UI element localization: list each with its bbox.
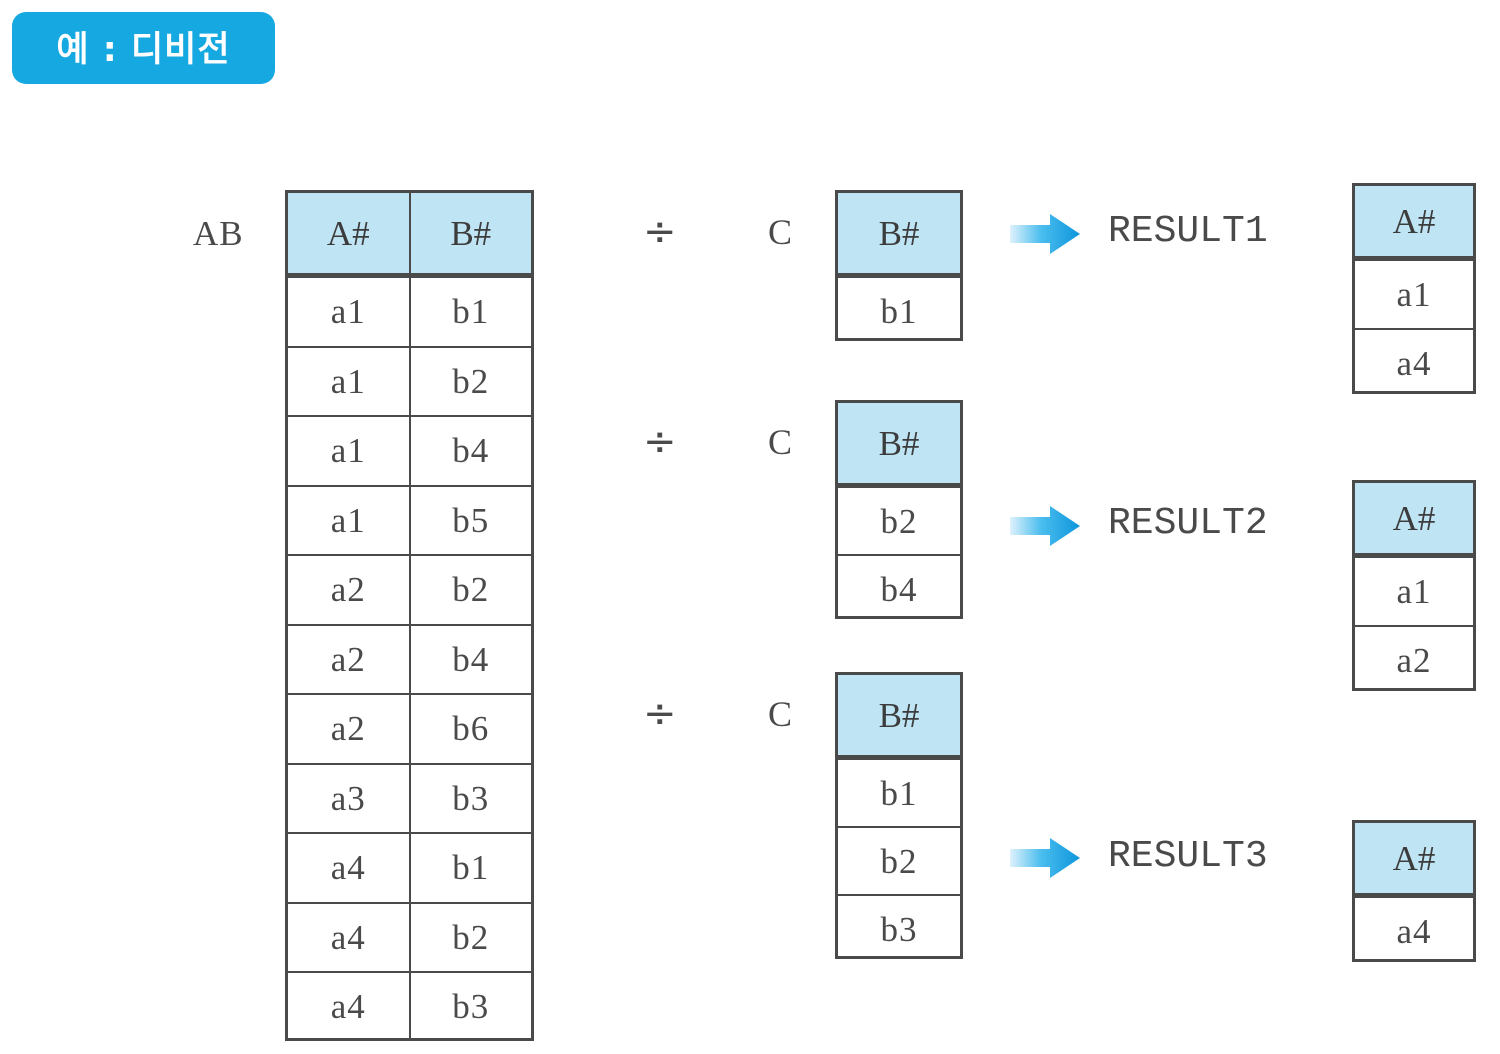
cell-b: b1 — [408, 834, 532, 902]
column-header-a: A# — [326, 213, 370, 253]
table-row: a4 b1 — [288, 832, 531, 902]
table-header-row: A# — [1355, 823, 1473, 896]
cell-b: b6 — [408, 695, 532, 763]
cell-b: b1 — [408, 278, 532, 346]
cell-a: a1 — [1396, 275, 1432, 314]
cell-a: a1 — [330, 292, 366, 332]
cell-a: a1 — [330, 431, 366, 471]
column-header-b: B# — [878, 213, 920, 253]
cell-b: b4 — [408, 417, 532, 485]
cell-b: b1 — [880, 773, 918, 813]
table-row: b2 — [838, 826, 960, 894]
cell-a: a4 — [1396, 912, 1432, 951]
table-row: a1 b4 — [288, 415, 531, 485]
table-header-row: B# — [838, 675, 960, 758]
cell-a: a4 — [330, 987, 366, 1027]
table-row: a1 b2 — [288, 345, 532, 415]
cell-b: b4 — [880, 569, 918, 609]
cell-b: b2 — [880, 841, 918, 881]
cell-a: a2 — [330, 639, 366, 679]
cell-b: b3 — [408, 973, 532, 1041]
table-row: b1 — [838, 276, 960, 344]
table-row: a1 — [1355, 556, 1473, 625]
example-badge: 예 : 디비전 — [12, 12, 275, 84]
relation-table-c-1: B# b1 — [835, 190, 963, 341]
column-header-a: A# — [1392, 201, 1436, 241]
column-header-a: A# — [1392, 838, 1436, 878]
table-row: a2 — [1355, 625, 1473, 694]
result-table-3: A# a4 — [1352, 820, 1476, 962]
table-row: b2 — [838, 486, 960, 554]
cell-b: b2 — [880, 501, 918, 541]
cell-a: a3 — [330, 778, 366, 818]
table-row: a4 b3 — [288, 971, 531, 1041]
division-operator-icon: ÷ — [643, 691, 677, 737]
table-row: b3 — [838, 894, 960, 962]
cell-a: a2 — [1396, 641, 1432, 680]
relation-label-c-1: C — [768, 212, 793, 252]
table-header-row: A# — [1355, 483, 1473, 556]
cell-b: b3 — [880, 909, 918, 949]
division-operator-icon: ÷ — [643, 419, 677, 465]
relation-label-c-3: C — [768, 694, 793, 734]
relation-table-c-3: B# b1 b2 b3 — [835, 672, 963, 959]
result-arrow-icon — [1010, 214, 1080, 254]
table-row: a4 b2 — [288, 901, 532, 971]
cell-b: b2 — [408, 903, 532, 971]
table-row: a2 b6 — [288, 693, 531, 763]
cell-b: b2 — [408, 347, 532, 415]
table-header-row: B# — [838, 403, 960, 486]
cell-a: a1 — [330, 361, 366, 401]
cell-a: a1 — [1396, 572, 1432, 611]
table-row: a1 b1 — [288, 276, 531, 346]
table-row: a1 — [1355, 259, 1473, 328]
table-row: a1 b5 — [288, 484, 532, 554]
cell-b: b3 — [408, 764, 532, 832]
table-header-row: B# — [838, 193, 960, 276]
table-header-row: A# B# — [288, 193, 531, 276]
table-row: b4 — [838, 554, 960, 622]
column-header-b: B# — [408, 193, 532, 273]
table-header-row: A# — [1355, 186, 1473, 259]
cell-a: a2 — [330, 709, 366, 749]
example-badge-label: 예 : 디비전 — [56, 30, 231, 70]
column-header-b: B# — [878, 423, 920, 463]
cell-b: b2 — [408, 556, 532, 624]
cell-a: a1 — [330, 500, 366, 540]
table-row: a4 — [1355, 328, 1473, 397]
division-operator-icon: ÷ — [643, 209, 677, 255]
relation-label-ab: AB — [193, 214, 244, 253]
column-header-b: B# — [878, 695, 920, 735]
cell-a: a2 — [330, 570, 366, 610]
table-row: a2 b4 — [288, 623, 532, 693]
cell-a: a4 — [1396, 344, 1432, 383]
column-header-a: A# — [1392, 498, 1436, 538]
cell-b: b5 — [408, 486, 532, 554]
result-arrow-icon — [1010, 506, 1080, 546]
result-table-1: A# a1 a4 — [1352, 183, 1476, 394]
table-row: a2 b2 — [288, 554, 531, 624]
relation-table-c-2: B# b2 b4 — [835, 400, 963, 619]
result-arrow-icon — [1010, 838, 1080, 878]
result-label-2: RESULT2 — [1108, 502, 1268, 545]
result-label-1: RESULT1 — [1108, 210, 1268, 253]
table-row: a3 b3 — [288, 762, 532, 832]
relation-table-ab: A# B# a1 b1 a1 b2 a1 b4 a1 b5 a2 b2 a2 b… — [285, 190, 534, 1041]
table-row: a4 — [1355, 896, 1473, 965]
cell-a: a4 — [330, 917, 366, 957]
result-table-2: A# a1 a2 — [1352, 480, 1476, 691]
cell-b: b4 — [408, 625, 532, 693]
table-row: b1 — [838, 758, 960, 826]
relation-label-c-2: C — [768, 422, 793, 462]
result-label-3: RESULT3 — [1108, 835, 1268, 878]
cell-a: a4 — [330, 848, 366, 888]
cell-b: b1 — [880, 291, 918, 331]
